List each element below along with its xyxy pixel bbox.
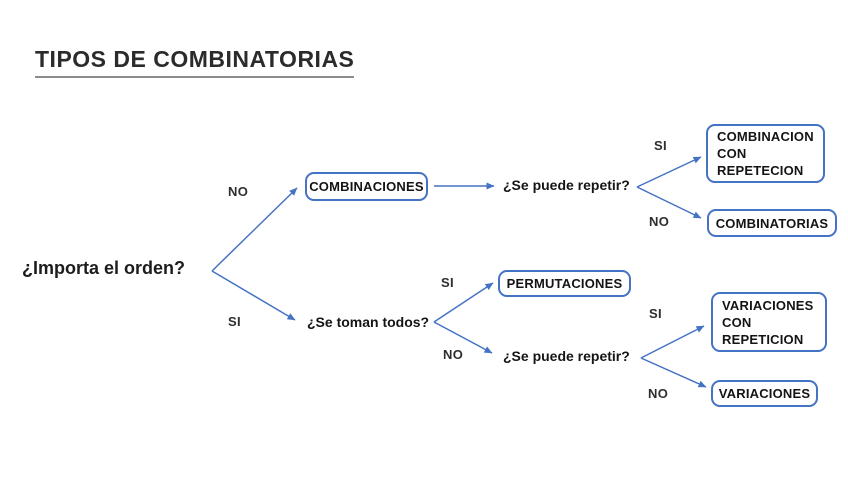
box-permutaciones-label: PERMUTACIONES	[506, 276, 623, 291]
edge-label-repetir-top-no: NO	[649, 214, 670, 229]
edge-label-repetir-bottom-si: SI	[649, 306, 662, 321]
box-variaciones-con-repeticion-line2: CON	[722, 314, 752, 330]
box-combinacion-con-repetecion-line3: REPETECION	[717, 163, 804, 178]
box-combinacion-con-repetecion: COMBINACION CON REPETECION	[706, 124, 825, 183]
box-variaciones-con-repeticion: VARIACIONES CON REPETICION	[711, 292, 827, 352]
root-question: ¿Importa el orden?	[22, 258, 186, 278]
box-variaciones-label: VARIACIONES	[718, 386, 811, 401]
question-repetir-bottom: ¿Se puede repetir?	[503, 348, 630, 364]
box-variaciones: VARIACIONES	[711, 380, 818, 407]
arrow-repetir-bottom-si	[640, 325, 705, 359]
edge-label-orden-no: NO	[228, 184, 249, 199]
question-repetir-top: ¿Se puede repetir?	[503, 177, 630, 193]
box-combinaciones: COMBINACIONES	[305, 172, 428, 201]
edge-label-todos-no: NO	[443, 347, 464, 362]
edge-label-orden-si: SI	[228, 314, 241, 329]
page-title: TIPOS DE COMBINATORIAS	[35, 46, 355, 78]
edge-label-repetir-top-si: SI	[654, 138, 667, 153]
question-toman-todos: ¿Se toman todos?	[307, 314, 430, 330]
box-combinaciones-label: COMBINACIONES	[309, 179, 424, 194]
box-variaciones-con-repeticion-line3: REPETICION	[722, 331, 804, 347]
box-combinacion-con-repetecion-line1: COMBINACION	[717, 129, 814, 144]
arrow-repetir-top-si	[636, 156, 702, 188]
box-combinatorias-label: COMBINATORIAS	[715, 215, 829, 231]
edge-label-repetir-bottom-no: NO	[648, 386, 669, 401]
box-combinacion-con-repetecion-line2: CON	[717, 146, 747, 161]
edge-label-todos-si: SI	[441, 275, 454, 290]
arrow-orden-si	[211, 270, 296, 321]
box-permutaciones: PERMUTACIONES	[498, 270, 631, 297]
arrow-orden-no	[211, 187, 298, 272]
box-variaciones-con-repeticion-line1: VARIACIONES	[722, 297, 814, 313]
arrow-repetir-bottom-no	[640, 357, 707, 388]
box-combinatorias: COMBINATORIAS	[707, 209, 837, 237]
